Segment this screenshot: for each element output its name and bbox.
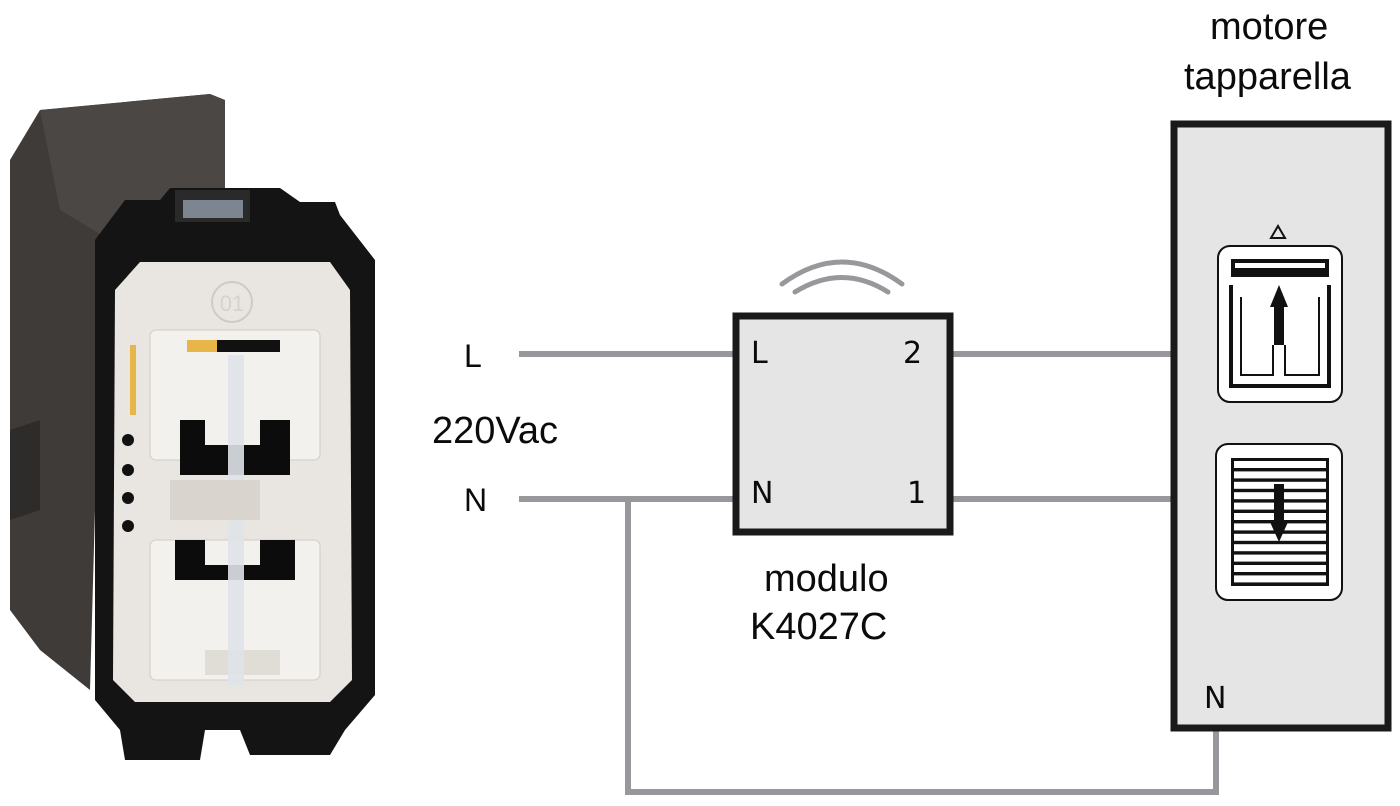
supply-neutral-label: N: [464, 482, 488, 518]
shutter-slat: [1234, 471, 1326, 479]
module-terminal-L: L: [751, 336, 768, 371]
module-terminal-N: N: [751, 476, 774, 511]
motor-title-line1: motore: [1210, 6, 1329, 48]
shutter-slat: [1234, 554, 1326, 562]
motor-neutral-label: N: [1204, 681, 1227, 716]
device-side-body: [10, 94, 225, 690]
wire-neutral-motor: [625, 496, 1219, 795]
device-side-tab: [10, 420, 40, 520]
module-terminal-1: 1: [907, 476, 927, 511]
shutter-slat: [1234, 575, 1326, 583]
motor-box: [1170, 120, 1392, 732]
device-badge: 01: [220, 291, 244, 316]
supply-line-label: L: [464, 338, 482, 374]
wireless-signal-icon: [779, 259, 905, 295]
shutter-down-icon[interactable]: [1215, 443, 1343, 601]
shutter-slat: [1234, 461, 1326, 468]
module-terminal-2: 2: [903, 336, 923, 371]
supply-voltage-label: 220Vac: [432, 410, 559, 452]
module-box: [732, 312, 954, 536]
device-photo: 01: [10, 94, 375, 760]
shutter-slat: [1234, 565, 1326, 572]
motor-title-line2: tapparella: [1184, 56, 1351, 98]
shutter-slat: [1234, 544, 1326, 552]
shutter-up-icon[interactable]: [1217, 245, 1343, 403]
module-name-line2: K4027C: [750, 606, 888, 648]
module-name-line1: modulo: [764, 558, 889, 600]
triangle-up-icon: [1269, 224, 1287, 239]
